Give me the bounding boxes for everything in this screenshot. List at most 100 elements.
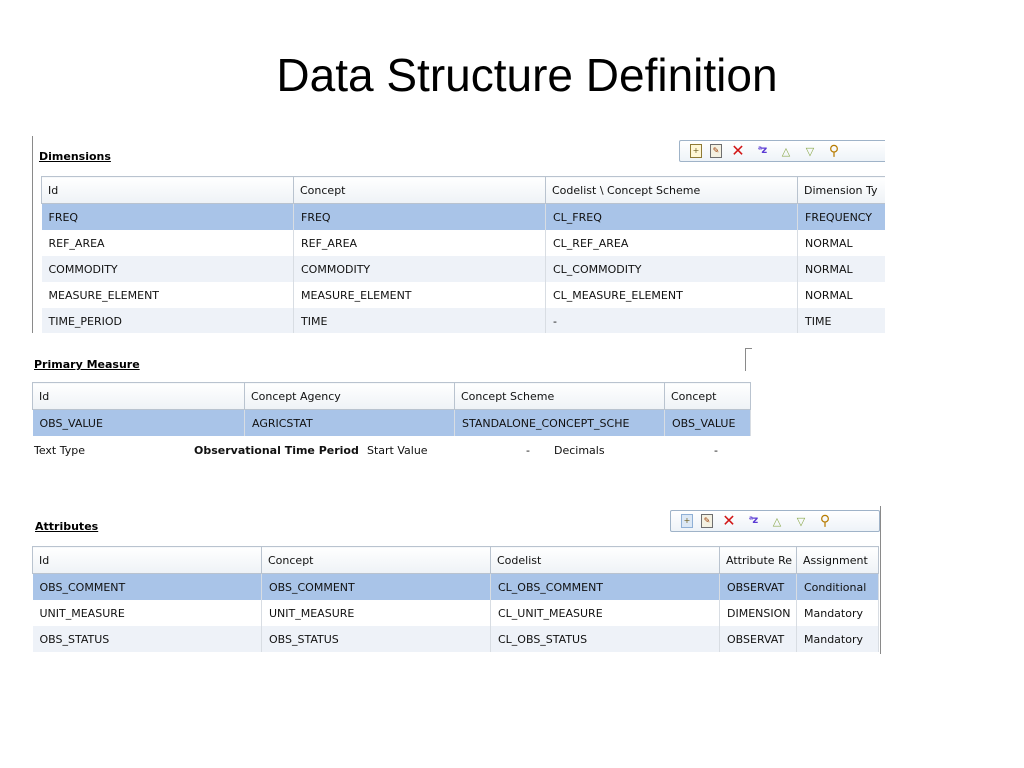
decimals-value[interactable]: -	[714, 444, 718, 457]
cell-codelist: CL_OBS_COMMENT	[490, 573, 720, 600]
search-icon[interactable]: ⚲	[819, 513, 831, 529]
edit-icon[interactable]: ✎	[701, 514, 713, 528]
column-header[interactable]: Concept Agency	[244, 382, 455, 410]
cell-concept: COMMODITY	[293, 256, 546, 282]
column-header[interactable]: Concept	[293, 176, 546, 204]
attributes-table: Id Concept Codelist Attribute Re Assignm…	[32, 546, 879, 652]
start-value[interactable]: -	[526, 444, 530, 457]
table-header-row: Id Concept Agency Concept Scheme Concept	[32, 382, 751, 410]
cell-relation: DIMENSION	[719, 600, 797, 626]
cell-type: NORMAL	[797, 256, 885, 282]
attributes-panel: Attributes + ✎ ✕ ᵃz △ ▽ ⚲ Id Concept Cod…	[32, 506, 881, 654]
attributes-header: Attributes + ✎ ✕ ᵃz △ ▽ ⚲	[32, 506, 880, 546]
dimensions-heading: Dimensions	[39, 150, 111, 163]
cell-assignment: Mandatory	[796, 600, 879, 626]
cell-concept: MEASURE_ELEMENT	[293, 282, 546, 308]
table-row[interactable]: COMMODITY COMMODITY CL_COMMODITY NORMAL	[41, 256, 885, 282]
cell-concept: FREQ	[293, 203, 546, 230]
move-down-icon[interactable]: ▽	[805, 144, 815, 158]
dimensions-toolbar: + ✎ ✕ ᵃz △ ▽ ⚲	[679, 140, 885, 162]
column-header[interactable]: Assignment	[796, 546, 879, 574]
cell-assignment: Mandatory	[796, 626, 879, 652]
cell-concept: OBS_VALUE	[664, 409, 751, 436]
cell-relation: OBSERVAT	[719, 626, 797, 652]
cell-id: OBS_STATUS	[32, 626, 262, 652]
table-row[interactable]: MEASURE_ELEMENT MEASURE_ELEMENT CL_MEASU…	[41, 282, 885, 308]
cell-id: TIME_PERIOD	[41, 308, 294, 333]
cell-id: OBS_VALUE	[32, 409, 245, 436]
attributes-toolbar: + ✎ ✕ ᵃz △ ▽ ⚲	[670, 510, 880, 532]
cell-type: FREQUENCY	[797, 203, 885, 230]
cell-scheme: STANDALONE_CONCEPT_SCHE	[454, 409, 665, 436]
table-header-row: Id Concept Codelist Attribute Re Assignm…	[32, 546, 879, 574]
cell-codelist: CL_REF_AREA	[545, 230, 798, 256]
cell-assignment: Conditional	[796, 573, 879, 600]
table-row[interactable]: REF_AREA REF_AREA CL_REF_AREA NORMAL	[41, 230, 885, 256]
table-row[interactable]: OBS_COMMENT OBS_COMMENT CL_OBS_COMMENT O…	[32, 573, 879, 600]
column-header[interactable]: Id	[41, 176, 294, 204]
cell-codelist: CL_FREQ	[545, 203, 798, 230]
column-header[interactable]: Id	[32, 382, 245, 410]
column-header[interactable]: Concept	[261, 546, 491, 574]
sort-icon[interactable]: ᵃz	[757, 145, 767, 156]
cell-agency: AGRICSTAT	[244, 409, 455, 436]
cell-id: UNIT_MEASURE	[32, 600, 262, 626]
panel-corner	[745, 348, 752, 371]
dimensions-header: Dimensions + ✎ ✕ ᵃz △ ▽ ⚲	[33, 136, 885, 176]
table-row[interactable]: FREQ FREQ CL_FREQ FREQUENCY	[41, 203, 885, 230]
cell-concept: UNIT_MEASURE	[261, 600, 491, 626]
cell-type: NORMAL	[797, 282, 885, 308]
column-header[interactable]: Id	[32, 546, 262, 574]
delete-icon[interactable]: ✕	[731, 141, 745, 160]
slide-title: Data Structure Definition	[276, 49, 778, 101]
primary-measure-table: Id Concept Agency Concept Scheme Concept…	[32, 382, 751, 436]
dimensions-panel: Dimensions + ✎ ✕ ᵃz △ ▽ ⚲ Id Concept Cod…	[32, 136, 885, 333]
cell-concept: OBS_COMMENT	[261, 573, 491, 600]
cell-id: COMMODITY	[41, 256, 294, 282]
column-header[interactable]: Codelist	[490, 546, 720, 574]
cell-codelist: CL_MEASURE_ELEMENT	[545, 282, 798, 308]
column-header[interactable]: Dimension Ty	[797, 176, 885, 204]
cell-relation: OBSERVAT	[719, 573, 797, 600]
cell-codelist: CL_COMMODITY	[545, 256, 798, 282]
edit-icon[interactable]: ✎	[710, 144, 722, 158]
cell-id: OBS_COMMENT	[32, 573, 262, 600]
table-row[interactable]: UNIT_MEASURE UNIT_MEASURE CL_UNIT_MEASUR…	[32, 600, 879, 626]
sort-icon[interactable]: ᵃz	[748, 515, 758, 526]
column-header[interactable]: Codelist \ Concept Scheme	[545, 176, 798, 204]
dimensions-table: Id Concept Codelist \ Concept Scheme Dim…	[41, 176, 885, 333]
search-icon[interactable]: ⚲	[828, 143, 840, 159]
cell-type: TIME	[797, 308, 885, 333]
new-icon[interactable]: +	[690, 144, 702, 158]
cell-id: FREQ	[41, 203, 294, 230]
column-header[interactable]: Concept Scheme	[454, 382, 665, 410]
cell-concept: REF_AREA	[293, 230, 546, 256]
table-row[interactable]: TIME_PERIOD TIME - TIME	[41, 308, 885, 333]
move-up-icon[interactable]: △	[772, 514, 782, 528]
cell-type: NORMAL	[797, 230, 885, 256]
column-header[interactable]: Concept	[664, 382, 751, 410]
cell-id: REF_AREA	[41, 230, 294, 256]
column-header[interactable]: Attribute Re	[719, 546, 797, 574]
table-header-row: Id Concept Codelist \ Concept Scheme Dim…	[41, 176, 885, 204]
new-icon[interactable]: +	[681, 514, 693, 528]
table-row[interactable]: OBS_VALUE AGRICSTAT STANDALONE_CONCEPT_S…	[32, 409, 751, 436]
cell-concept: OBS_STATUS	[261, 626, 491, 652]
cell-codelist: CL_UNIT_MEASURE	[490, 600, 720, 626]
cell-id: MEASURE_ELEMENT	[41, 282, 294, 308]
primary-measure-heading: Primary Measure	[34, 358, 140, 371]
primary-measure-header: Primary Measure	[32, 348, 752, 382]
text-type-label: Text Type	[34, 444, 86, 457]
attributes-heading: Attributes	[35, 520, 99, 533]
move-up-icon[interactable]: △	[781, 144, 791, 158]
cell-concept: TIME	[293, 308, 546, 333]
table-row[interactable]: OBS_STATUS OBS_STATUS CL_OBS_STATUS OBSE…	[32, 626, 879, 652]
primary-measure-panel: Primary Measure Id Concept Agency Concep…	[32, 348, 752, 466]
start-value-label: Start Value	[367, 444, 428, 457]
cell-codelist: -	[545, 308, 798, 333]
delete-icon[interactable]: ✕	[722, 511, 736, 530]
cell-codelist: CL_OBS_STATUS	[490, 626, 720, 652]
decimals-label: Decimals	[554, 444, 605, 457]
text-type-value[interactable]: Observational Time Period	[194, 444, 359, 457]
move-down-icon[interactable]: ▽	[796, 514, 806, 528]
